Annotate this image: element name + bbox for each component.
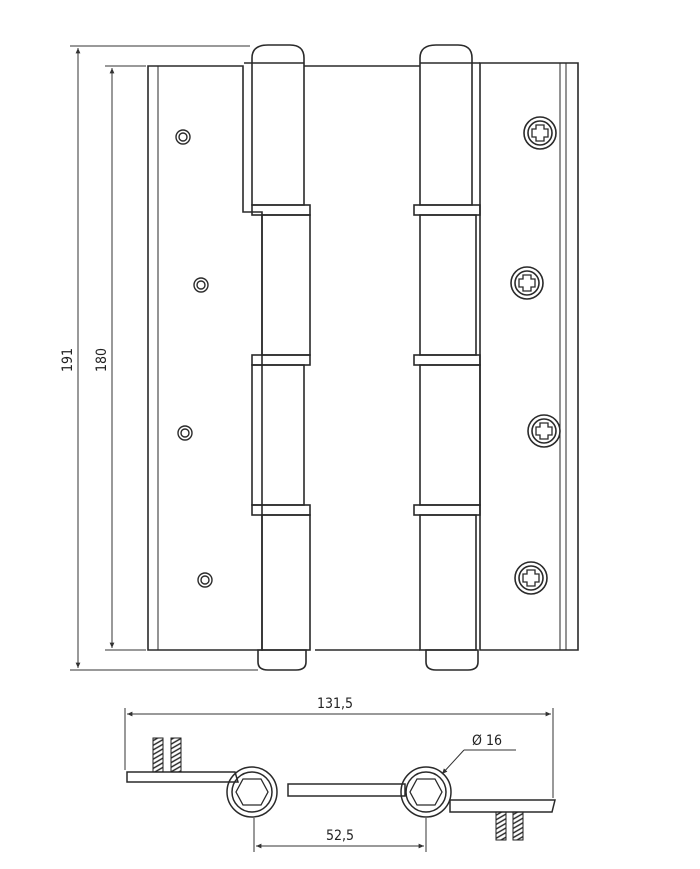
knuckle-diameter-label: Ø 16 [472, 733, 502, 749]
overall-height-label: 191 [60, 348, 76, 372]
pivot-spacing-label: 52,5 [326, 828, 354, 844]
phillips-screw-icon [514, 561, 548, 595]
right-wood-screws [495, 811, 524, 841]
mounting-hole [197, 572, 213, 588]
left-knuckle-section [226, 766, 278, 818]
left-mounting-holes [175, 129, 213, 588]
right-leaf-plate [479, 62, 579, 651]
left-leaf-section [126, 771, 240, 783]
height-dimensions [70, 45, 258, 671]
left-leaf-plate [147, 65, 263, 651]
phillips-screw-icon [510, 266, 544, 300]
plate-height-label: 180 [94, 348, 110, 372]
phillips-screw-icon [523, 116, 557, 150]
hinge-front-view [147, 44, 579, 671]
overall-width-label: 131,5 [317, 696, 353, 712]
left-wood-screws [152, 737, 182, 773]
hinge-top-view [126, 737, 556, 841]
mounting-hole [177, 425, 193, 441]
width-dimensions [124, 708, 554, 852]
left-knuckle-stack [244, 44, 311, 671]
right-knuckle-stack [413, 44, 481, 671]
phillips-screw-icon [527, 414, 561, 448]
right-knuckle-section [400, 766, 452, 818]
mounting-hole [175, 129, 191, 145]
mounting-hole [193, 277, 209, 293]
right-screws [510, 116, 561, 595]
right-leaf-section [449, 799, 556, 813]
center-plate [304, 65, 420, 651]
